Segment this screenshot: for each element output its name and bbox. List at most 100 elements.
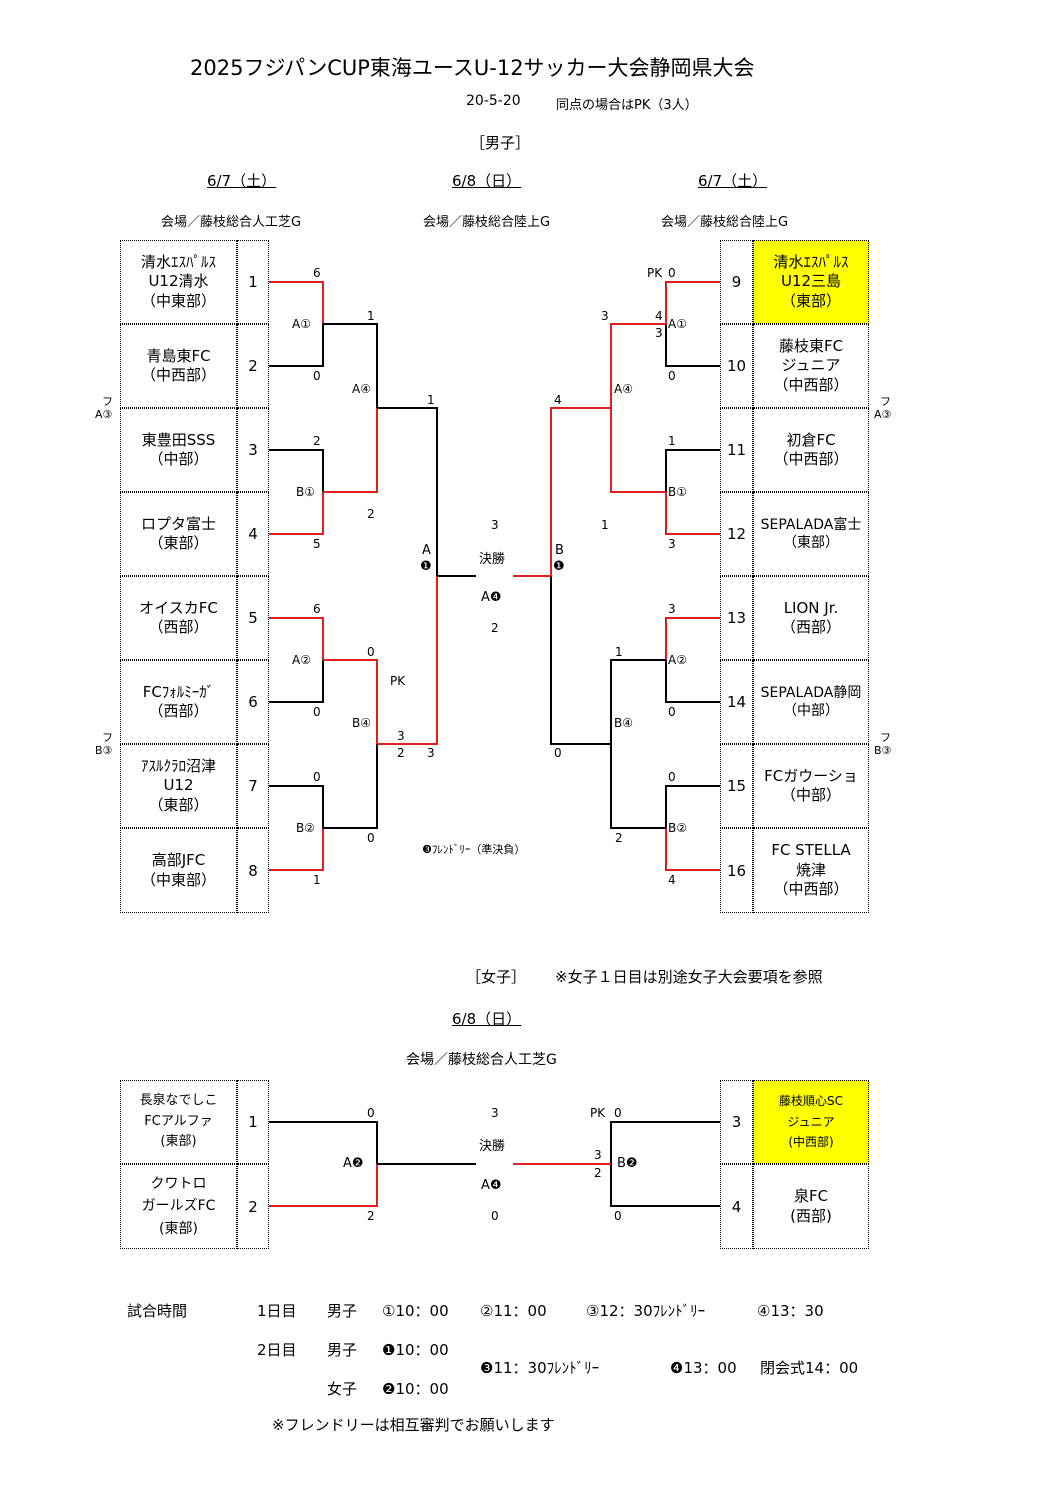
final-score-bottom: 2 xyxy=(491,621,499,635)
match-b1-label: B① xyxy=(296,485,315,499)
team-2: 青島東FC（中西部） xyxy=(120,324,237,408)
seed-4: 4 xyxy=(237,492,269,576)
schedule-d1-slot2: ②11：00 xyxy=(480,1302,547,1320)
score-right-b4-semi: 0 xyxy=(554,746,562,760)
team-8: 高部JFC（中東部） xyxy=(120,828,237,913)
score-team-2: 0 xyxy=(313,369,321,383)
schedule-d1-slot1: ①10：00 xyxy=(382,1302,449,1320)
boys-venue-right: 会場／藤枝総合陸上G xyxy=(661,215,789,230)
match-right-b1-label: B① xyxy=(668,485,687,499)
pk-note: 同点の場合はPK（3人） xyxy=(556,98,698,113)
girls-final-label: 決勝 xyxy=(479,1139,506,1154)
seed-11: 11 xyxy=(720,408,753,492)
girls-date: 6/8（日） xyxy=(452,1010,522,1028)
score-team-16: 4 xyxy=(668,873,676,887)
girls-pk-score-bottom: 2 xyxy=(594,1166,602,1180)
score-team-5: 6 xyxy=(313,602,321,616)
schedule-label: 試合時間 xyxy=(127,1302,188,1320)
left-friendly-label-1: フ xyxy=(102,395,113,408)
version-label: 20-5-20 xyxy=(466,93,521,109)
schedule-day1-boys: 男子 xyxy=(327,1302,358,1320)
girls-team-4: 泉FC(西部) xyxy=(753,1164,869,1249)
seed-14: 14 xyxy=(720,660,753,744)
seed-13: 13 xyxy=(720,576,753,660)
left-a3-label: A③ xyxy=(95,408,113,421)
score-team-9: 0 xyxy=(668,266,676,280)
score-team-13: 3 xyxy=(668,602,676,616)
boys-section-title: ［男子］ xyxy=(470,134,531,152)
score-team-12: 3 xyxy=(668,537,676,551)
seed-10: 10 xyxy=(720,324,753,408)
seed-9: 9 xyxy=(720,240,753,324)
team-6: FCﾌｫﾙﾐｰｶﾞ（西部） xyxy=(120,660,237,744)
match-a1-label: A① xyxy=(292,317,311,331)
schedule-day1: 1日目 xyxy=(257,1302,297,1320)
team-4: ロプタ富士（東部） xyxy=(120,492,237,576)
score-team-1: 6 xyxy=(313,266,321,280)
friendly-referee-note: ※フレンドリーは相互審判でお願いします xyxy=(272,1416,555,1434)
semi-b-letter: B xyxy=(555,543,564,558)
right-friendly-label-2: フ xyxy=(880,731,891,744)
schedule-day2-girls: 女子 xyxy=(327,1380,358,1398)
score-team-11: 1 xyxy=(668,434,676,448)
final-label: 決勝 xyxy=(479,552,506,567)
match-a4-label: A④ xyxy=(352,382,371,396)
girls-match-b2: B❷ xyxy=(617,1156,638,1171)
team-13: LION Jr.（西部） xyxy=(753,576,869,660)
seed-5: 5 xyxy=(237,576,269,660)
team-5: オイスカFC（西部） xyxy=(120,576,237,660)
girls-pk-score-top: 3 xyxy=(594,1148,602,1162)
team-3: 東豊田SSS（中部） xyxy=(120,408,237,492)
right-b3-label: B③ xyxy=(874,744,892,757)
girls-score-3: 0 xyxy=(614,1106,622,1120)
semi-a-letter: A xyxy=(422,543,431,558)
girls-note: ※女子１日目は別途女子大会要項を参照 xyxy=(555,968,823,986)
score-team-14: 0 xyxy=(668,705,676,719)
score-b4-pk-top: 3 xyxy=(397,729,405,743)
score-team-4: 5 xyxy=(313,537,321,551)
score-b1-winner: 2 xyxy=(367,507,375,521)
score-team-7: 0 xyxy=(313,770,321,784)
pk-score-a1-bottom: 3 xyxy=(655,326,663,340)
team-11: 初倉FC（中西部） xyxy=(753,408,869,492)
boys-date-right: 6/7（土） xyxy=(698,172,768,190)
team-15: FCガウーショ（中部） xyxy=(753,744,869,828)
team-14: SEPALADA静岡（中部） xyxy=(753,660,869,744)
seed-6: 6 xyxy=(237,660,269,744)
seed-7: 7 xyxy=(237,744,269,828)
seed-8: 8 xyxy=(237,828,269,913)
score-team-3: 2 xyxy=(313,434,321,448)
score-team-6: 0 xyxy=(313,705,321,719)
boys-venue-center: 会場／藤枝総合陸上G xyxy=(423,215,551,230)
schedule-d2-slot1: ❶10：00 xyxy=(382,1341,449,1359)
score-b2-winner: 0 xyxy=(367,831,375,845)
boys-date-left: 6/7（土） xyxy=(207,172,277,190)
score-team-15: 0 xyxy=(668,770,676,784)
boys-venue-left: 会場／藤枝総合人工芝G xyxy=(161,215,302,230)
girls-seed-4: 4 xyxy=(720,1164,753,1249)
left-b3-label: B③ xyxy=(95,744,113,757)
score-a1-winner: 1 xyxy=(367,309,375,323)
schedule-d1-slot3: ③12：30ﾌﾚﾝﾄﾞﾘｰ xyxy=(586,1302,706,1320)
girls-match-a2: A❷ xyxy=(343,1156,364,1171)
score-right-a4-semi: 4 xyxy=(554,393,562,407)
girls-final-score-top: 3 xyxy=(491,1106,499,1120)
seed-1: 1 xyxy=(237,240,269,324)
schedule-day2: 2日目 xyxy=(257,1341,297,1359)
girls-score-4: 0 xyxy=(614,1209,622,1223)
score-b4-pk-bottom: 2 xyxy=(397,746,405,760)
girls-pk-label: PK xyxy=(590,1106,606,1120)
friendly-note: ❸ﾌﾚﾝﾄﾞﾘｰ（準決負） xyxy=(422,843,526,856)
match-right-b4-label: B④ xyxy=(614,716,633,730)
seed-2: 2 xyxy=(237,324,269,408)
girls-final-code: A❹ xyxy=(481,1178,502,1193)
score-team-10: 0 xyxy=(668,369,676,383)
score-a4-semi: 1 xyxy=(427,393,435,407)
final-score-top: 3 xyxy=(491,518,499,532)
